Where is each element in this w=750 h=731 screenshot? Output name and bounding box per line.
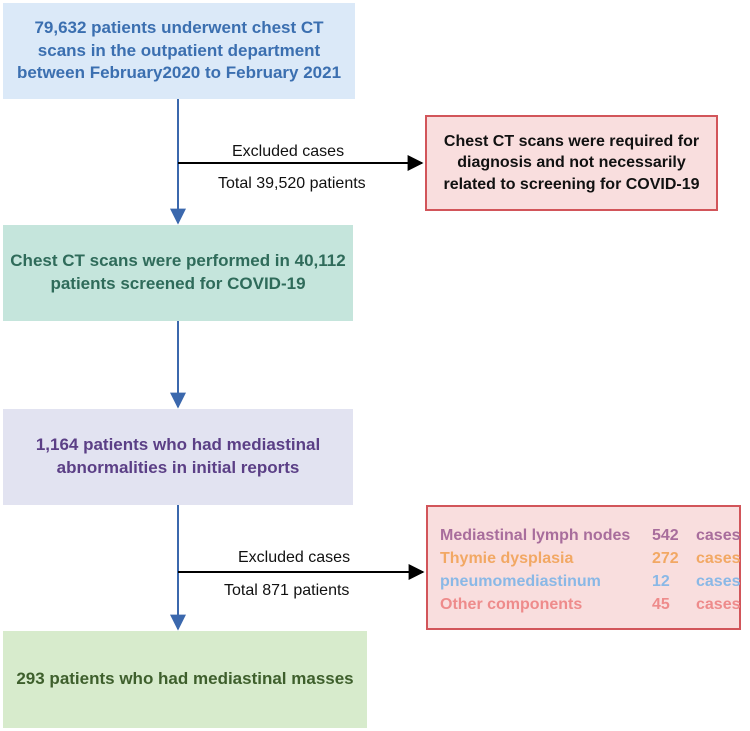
component-count: 272 <box>652 550 679 567</box>
component-count: 12 <box>652 573 670 590</box>
component-count: 542 <box>652 527 679 544</box>
exclusion1-box: Chest CT scans were required for diagnos… <box>425 115 718 211</box>
component-unit: cases <box>696 550 741 567</box>
component-count: 45 <box>652 596 670 613</box>
component-name: Other components <box>440 596 583 613</box>
component-unit: cases <box>696 527 741 544</box>
step-box-mediastinal-masses: 293 patients who had mediastinal masses <box>3 631 367 728</box>
step1-text: 79,632 patients underwent chest CT scans… <box>16 17 342 83</box>
exclusion2-label: Excluded cases <box>238 549 351 566</box>
step-box-covid-screening: Chest CT scans were performed in 40,112 … <box>3 225 353 321</box>
step4-text: 293 patients who had mediastinal masses <box>16 669 354 689</box>
exclusion1-label: Excluded cases <box>232 143 345 160</box>
step-box-initial-cohort: 79,632 patients underwent chest CT scans… <box>3 3 355 99</box>
exclusion2-total: Total 871 patients <box>224 582 350 599</box>
step3-text: 1,164 patients who had mediastinal abnor… <box>35 435 321 477</box>
exclusion1-box-text: Chest CT scans were required for diagnos… <box>443 132 700 193</box>
component-row: Mediastinal lymph nodes 542 cases <box>440 527 741 550</box>
step2-text: Chest CT scans were performed in 40,112 … <box>10 251 346 293</box>
exclusion1-total: Total 39,520 patients <box>218 175 366 192</box>
component-row: pneumomediastinum 12 cases <box>440 573 741 596</box>
component-unit: cases <box>696 596 741 613</box>
component-row: Thymie dysplasia 272 cases <box>440 550 741 573</box>
component-name: pneumomediastinum <box>440 573 601 590</box>
component-row: Other components 45 cases <box>440 596 741 619</box>
component-unit: cases <box>696 573 741 590</box>
component-name: Mediastinal lymph nodes <box>440 527 631 544</box>
exclusion2-components-box: Mediastinal lymph nodes 542 cases Thymie… <box>426 505 741 630</box>
step-box-mediastinal-abnormalities: 1,164 patients who had mediastinal abnor… <box>3 409 353 505</box>
component-name: Thymie dysplasia <box>440 550 574 567</box>
